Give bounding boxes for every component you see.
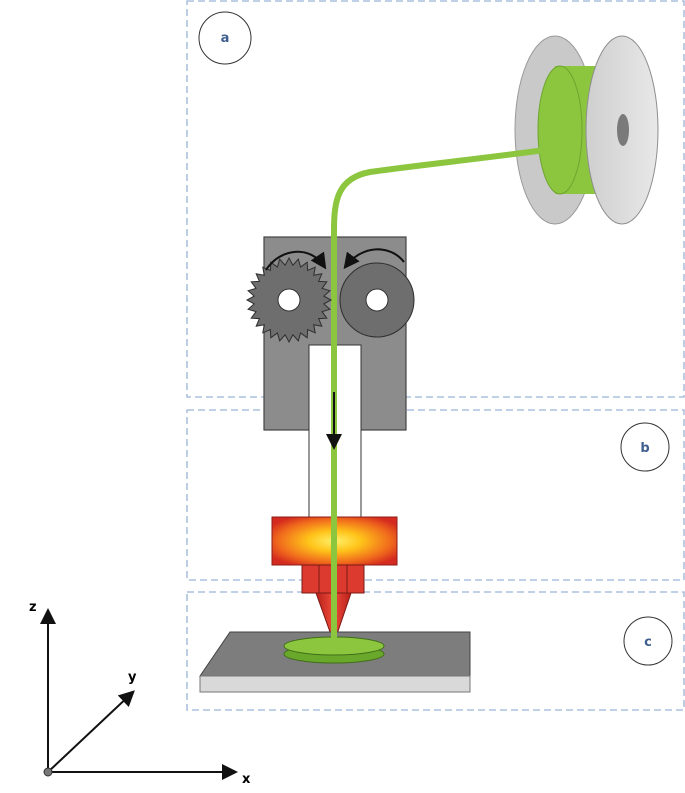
panel-label-c-text: c bbox=[644, 635, 652, 650]
panel-a-frame bbox=[186, 0, 685, 398]
panel-label-c: c bbox=[623, 616, 673, 666]
idler-wheel-icon bbox=[339, 262, 415, 338]
curved-arrow-icon bbox=[265, 250, 327, 271]
filament-spool-icon bbox=[514, 35, 659, 225]
panel-c-frame bbox=[186, 591, 685, 711]
panel-label-a: a bbox=[198, 11, 252, 65]
axis-gizmo: z y x bbox=[29, 600, 251, 787]
panel-label-b-text: b bbox=[640, 441, 649, 456]
panel-b-frame bbox=[186, 409, 685, 581]
axis-label-y: y bbox=[128, 670, 137, 685]
axis-label-x: x bbox=[242, 772, 251, 787]
panel-label-a-text: a bbox=[221, 31, 230, 46]
filament-strand bbox=[331, 147, 548, 649]
toothed-drive-gear-icon bbox=[245, 256, 333, 344]
axis-label-z: z bbox=[29, 600, 37, 615]
curved-arrow-icon bbox=[343, 248, 405, 270]
panel-label-b: b bbox=[620, 422, 670, 472]
